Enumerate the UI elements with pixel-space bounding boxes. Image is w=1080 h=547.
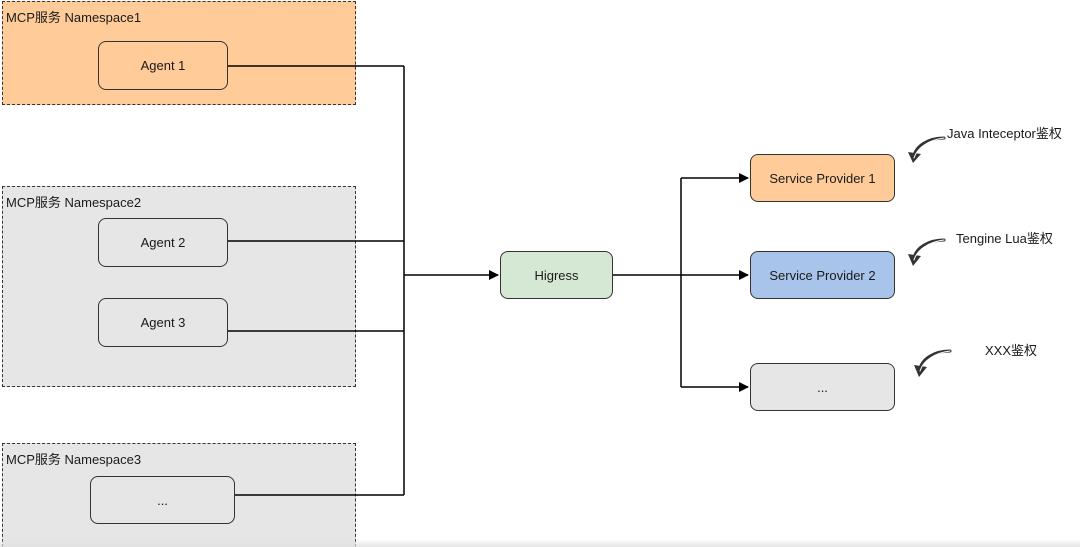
agent-more-node[interactable]: ... [90,476,235,524]
auth-annotation-tengine: Tengine Lua鉴权 [956,231,1053,246]
curved-arrow-icon [914,349,952,377]
agent-3-node[interactable]: Agent 3 [98,298,228,347]
curved-arrow-icon [908,136,946,163]
auth-annotation-java: Java Inteceptor鉴权 [947,126,1062,141]
curved-arrow-icon [908,238,946,266]
service-provider-2-node[interactable]: Service Provider 2 [750,251,895,299]
service-provider-more-node[interactable]: ... [750,363,895,411]
agent-1-node[interactable]: Agent 1 [98,41,228,90]
higress-gateway-node[interactable]: Higress [500,251,613,299]
auth-annotation-xxx: XXX鉴权 [985,343,1038,358]
namespace-3-label: MCP服务 Namespace3 [6,452,142,467]
bottom-edge-fade [0,539,1080,547]
namespace-1-label: MCP服务 Namespace1 [6,10,142,25]
namespace-2-label: MCP服务 Namespace2 [6,195,142,210]
agent-2-node[interactable]: Agent 2 [98,218,228,267]
service-provider-1-node[interactable]: Service Provider 1 [750,154,895,202]
